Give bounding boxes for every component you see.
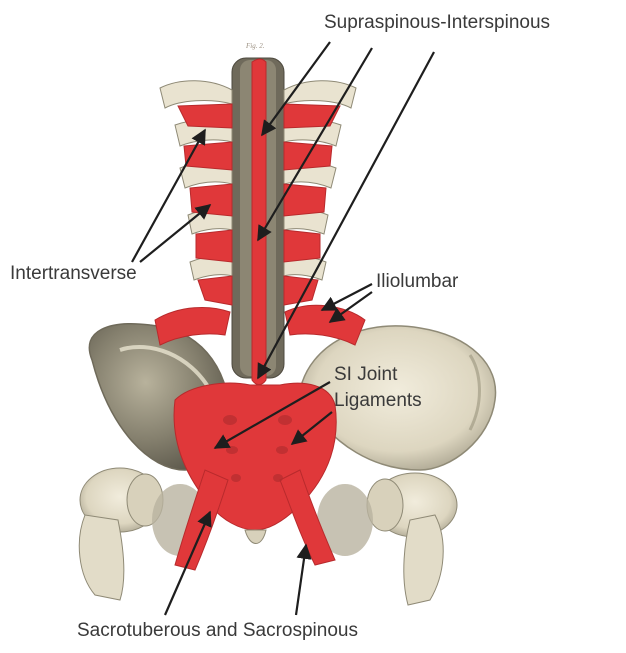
label-si-joint-line1: SI Joint <box>334 362 422 388</box>
label-intertransverse: Intertransverse <box>10 263 137 285</box>
right-femur <box>367 473 457 605</box>
label-supraspinous-interspinous: Supraspinous-Interspinous <box>324 12 550 34</box>
iliolumbar-right <box>285 305 365 345</box>
coccyx <box>245 530 266 544</box>
left-femur <box>79 468 163 600</box>
label-si-joint-ligaments: SI Joint Ligaments <box>334 362 422 414</box>
label-iliolumbar: Iliolumbar <box>376 271 458 293</box>
supraspinous-ligament <box>252 59 266 385</box>
label-si-joint-line2: Ligaments <box>334 388 422 414</box>
figure-caption: Fig. 2. <box>246 42 264 50</box>
label-sacrotuberous-sacrospinous: Sacrotuberous and Sacrospinous <box>77 620 358 642</box>
leader-sacrotuberous-2 <box>296 545 306 615</box>
